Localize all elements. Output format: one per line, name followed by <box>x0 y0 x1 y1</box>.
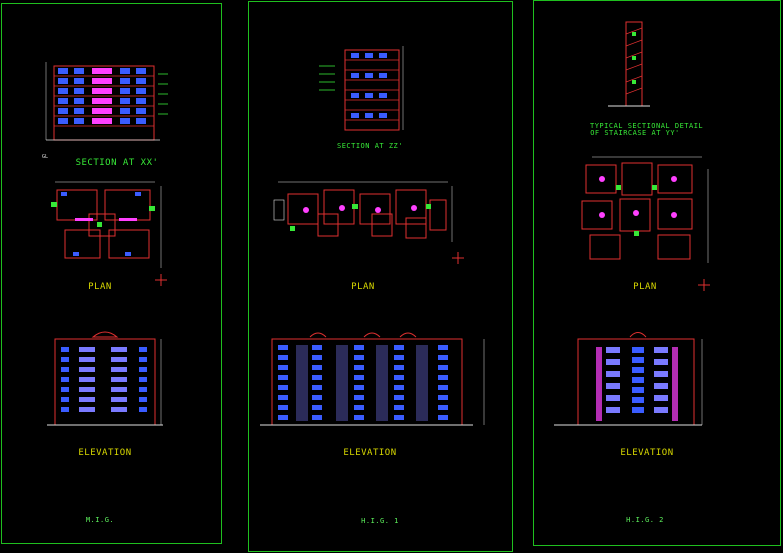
window <box>278 375 288 380</box>
window <box>278 415 288 420</box>
elevation-label-mig: ELEVATION <box>78 448 132 458</box>
north-marker-mig <box>155 274 167 286</box>
plan-drawing-mig <box>51 181 162 268</box>
section-label-mig: SECTION AT XX' <box>75 158 159 168</box>
window <box>354 395 364 400</box>
window <box>438 345 448 350</box>
window <box>438 365 448 370</box>
window <box>278 365 288 370</box>
sheet-label-mig: M.I.G. <box>85 516 115 524</box>
window <box>438 375 448 380</box>
sheet-label-hig2: H.I.G. 2 <box>626 516 664 524</box>
window <box>394 385 404 390</box>
window <box>312 395 322 400</box>
window <box>278 355 288 360</box>
svg-text:GL: GL <box>42 154 48 160</box>
window <box>354 415 364 420</box>
section-label-hig2-line1: TYPICAL SECTIONAL DETAIL <box>590 122 704 130</box>
window <box>278 405 288 410</box>
window <box>312 355 322 360</box>
window <box>438 355 448 360</box>
window <box>354 365 364 370</box>
window <box>394 415 404 420</box>
window <box>438 405 448 410</box>
window <box>394 365 404 370</box>
window <box>312 365 322 370</box>
window <box>312 375 322 380</box>
window <box>278 395 288 400</box>
window <box>354 355 364 360</box>
window <box>394 345 404 350</box>
staircase-section-drawing-hig2 <box>608 21 650 107</box>
window <box>438 415 448 420</box>
elevation-drawing-mig <box>47 331 163 426</box>
window <box>438 395 448 400</box>
plan-label-hig1: PLAN <box>351 282 375 292</box>
window <box>354 375 364 380</box>
north-marker-hig1 <box>452 252 464 264</box>
window <box>312 385 322 390</box>
elevation-label-hig2: ELEVATION <box>620 448 674 458</box>
elevation-drawing-hig1 <box>260 332 485 426</box>
elevation-label-hig1: ELEVATION <box>343 448 397 458</box>
section-drawing-mig: GL <box>42 62 168 160</box>
plan-label-mig: PLAN <box>88 282 112 292</box>
elevation-drawing-hig2 <box>554 332 703 426</box>
sheet-frame-hig1 <box>248 1 513 552</box>
window <box>312 345 322 350</box>
window <box>394 405 404 410</box>
window <box>354 345 364 350</box>
plan-drawing-hig1 <box>273 181 453 242</box>
sheet-label-hig1: H.I.G. 1 <box>361 517 399 525</box>
window <box>278 345 288 350</box>
window <box>394 355 404 360</box>
window <box>394 375 404 380</box>
window <box>312 405 322 410</box>
window <box>438 385 448 390</box>
window <box>354 385 364 390</box>
sheet-frame-hig2 <box>533 0 781 546</box>
section-label-hig1: SECTION AT ZZ' <box>336 142 403 150</box>
plan-drawing-hig2 <box>581 156 709 263</box>
window <box>394 395 404 400</box>
section-drawing-hig1 <box>319 46 404 131</box>
window <box>312 415 322 420</box>
window <box>278 385 288 390</box>
section-label-hig2-line2: OF STAIRCASE AT YY' <box>590 129 680 137</box>
north-marker-hig2 <box>698 279 710 291</box>
sheet-frame-mig <box>1 3 222 544</box>
window <box>354 405 364 410</box>
plan-label-hig2: PLAN <box>633 282 657 292</box>
